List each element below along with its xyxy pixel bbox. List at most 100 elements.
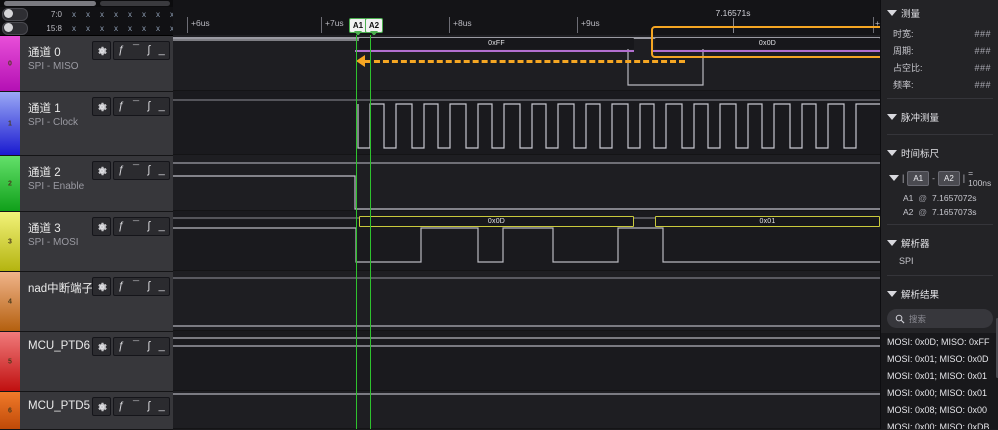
gear-icon[interactable]	[92, 337, 111, 356]
chevron-down-icon[interactable]	[887, 291, 897, 297]
edge-trigger-buttons[interactable]: ƒ ¯ ʃ _	[113, 337, 170, 356]
lane-channel-5[interactable]	[173, 331, 880, 391]
falling-edge-icon[interactable]: ʃ	[147, 280, 151, 292]
falling-edge-icon[interactable]: ʃ	[147, 100, 151, 112]
gear-icon[interactable]	[92, 277, 111, 296]
search-box[interactable]: 搜索	[887, 309, 993, 328]
channel-color-swatch	[0, 212, 20, 271]
lane-channel-4[interactable]	[173, 271, 880, 331]
gear-icon[interactable]	[92, 97, 111, 116]
decode-result-row[interactable]: MOSI: 0x0D; MISO: 0xFF	[887, 336, 990, 347]
chevron-down-icon[interactable]	[887, 150, 897, 156]
bit-cell: x	[100, 9, 104, 19]
packet-mosi-1[interactable]: 0x0D	[359, 216, 634, 227]
rising-edge-icon[interactable]: ƒ	[118, 400, 125, 412]
packet-miso-2[interactable]: 0x0D	[655, 38, 880, 49]
time-ruler-section-header[interactable]: 时间标尺	[881, 140, 998, 165]
rising-edge-icon[interactable]: ƒ	[118, 220, 125, 232]
packet-miso-1[interactable]: 0xFF	[359, 38, 634, 49]
gear-icon[interactable]	[92, 41, 111, 60]
chevron-down-icon[interactable]	[887, 240, 897, 246]
packet-mosi-2[interactable]: 0x01	[655, 216, 880, 227]
high-level-icon[interactable]: ¯	[132, 340, 140, 352]
gear-icon[interactable]	[92, 161, 111, 180]
falling-edge-icon[interactable]: ʃ	[147, 400, 151, 412]
tab-pill-inactive[interactable]	[100, 1, 170, 6]
gear-icon[interactable]	[92, 217, 111, 236]
low-level-icon[interactable]: _	[158, 340, 165, 352]
decode-results-list[interactable]: MOSI: 0x0D; MISO: 0xFF MOSI: 0x01; MISO: …	[881, 333, 998, 429]
measure-section-header[interactable]: 测量	[881, 0, 998, 25]
chip-a1[interactable]: A1	[907, 170, 930, 186]
marker-a2[interactable]: A2	[365, 18, 383, 36]
low-level-icon[interactable]: _	[158, 280, 165, 292]
rising-edge-icon[interactable]: ƒ	[118, 340, 125, 352]
falling-edge-icon[interactable]: ʃ	[147, 164, 151, 176]
chip-a2[interactable]: A2	[937, 170, 960, 186]
decode-result-row[interactable]: MOSI: 0x01; MISO: 0x0D	[887, 353, 989, 364]
chevron-down-icon[interactable]	[887, 114, 897, 120]
falling-edge-icon[interactable]: ʃ	[147, 44, 151, 56]
gear-icon[interactable]	[92, 397, 111, 416]
rising-edge-icon[interactable]: ƒ	[118, 164, 125, 176]
lane-channel-6[interactable]	[173, 391, 880, 429]
low-level-icon[interactable]: _	[158, 100, 165, 112]
high-level-icon[interactable]: ¯	[132, 280, 140, 292]
bit-row-toggle-7-0[interactable]	[2, 7, 28, 21]
chevron-down-icon[interactable]	[887, 10, 897, 16]
pulse-measure-section-header[interactable]: 脉冲测量	[881, 104, 998, 129]
high-level-icon[interactable]: ¯	[132, 164, 140, 176]
low-level-icon[interactable]: _	[158, 400, 165, 412]
low-level-icon[interactable]: _	[158, 220, 165, 232]
high-level-icon[interactable]: ¯	[132, 100, 140, 112]
edge-trigger-buttons[interactable]: ƒ ¯ ʃ _	[113, 97, 170, 116]
bit-row-7-0: 7:0 x x x x x x x x	[0, 7, 179, 21]
edge-trigger-buttons[interactable]: ƒ ¯ ʃ _	[113, 41, 170, 60]
rising-edge-icon[interactable]: ƒ	[118, 44, 125, 56]
falling-edge-icon[interactable]: ʃ	[147, 220, 151, 232]
high-level-icon[interactable]: ¯	[132, 400, 140, 412]
time-ruler-title: 时间标尺	[901, 149, 940, 160]
edge-trigger-buttons[interactable]: ƒ ¯ ʃ _	[113, 217, 170, 236]
channel-name: 通道 1	[28, 103, 61, 115]
low-level-icon[interactable]: _	[158, 164, 165, 176]
edge-trigger-buttons[interactable]: ƒ ¯ ʃ _	[113, 277, 170, 296]
packet-value: 0xFF	[488, 40, 505, 47]
chevron-down-icon[interactable]	[889, 175, 899, 181]
decode-results-section-header[interactable]: 解析结果	[881, 281, 998, 306]
timeline-ruler[interactable]: +6us +7us +8us +9us +1 7.16571s A1 A2	[173, 0, 880, 36]
bit-row-toggle-15-8[interactable]	[2, 21, 28, 35]
channel-index-label: 2	[8, 180, 12, 187]
waveform-area[interactable]: +6us +7us +8us +9us +1 7.16571s A1 A2	[173, 0, 880, 429]
falling-edge-icon[interactable]: ʃ	[147, 340, 151, 352]
rising-edge-icon[interactable]: ƒ	[118, 280, 125, 292]
bit-cells-7-0: x x x x x x x x	[67, 10, 179, 19]
high-level-icon[interactable]: ¯	[132, 44, 140, 56]
lane-channel-2[interactable]	[173, 155, 880, 211]
absolute-timestamp-label: 7.16571s	[715, 8, 751, 18]
decode-result-row[interactable]: MOSI: 0x00; MISO: 0x01	[887, 387, 988, 398]
decode-result-row[interactable]: MOSI: 0x00; MISO: 0xDB	[887, 421, 990, 430]
high-level-icon[interactable]: ¯	[132, 220, 140, 232]
decode-result-row[interactable]: MOSI: 0x01; MISO: 0x01	[887, 370, 988, 381]
low-level-icon[interactable]: _	[158, 44, 165, 56]
results-scrollbar[interactable]	[996, 318, 998, 378]
rising-edge-icon[interactable]: ƒ	[118, 100, 125, 112]
edge-trigger-buttons[interactable]: ƒ ¯ ʃ _	[113, 397, 170, 416]
cursor-a1[interactable]	[356, 35, 357, 429]
decode-result-row[interactable]: MOSI: 0x08; MISO: 0x00	[887, 404, 988, 415]
channel-color-swatch	[0, 272, 20, 331]
tab-pill-active[interactable]	[4, 1, 96, 6]
channel-subtitle: SPI - MOSI	[28, 237, 79, 248]
edge-trigger-buttons[interactable]: ƒ ¯ ʃ _	[113, 161, 170, 180]
decoder-section-header[interactable]: 解析器	[881, 230, 998, 255]
decoder-name-spi[interactable]: SPI	[899, 256, 914, 266]
cursor-a2[interactable]	[370, 35, 371, 429]
